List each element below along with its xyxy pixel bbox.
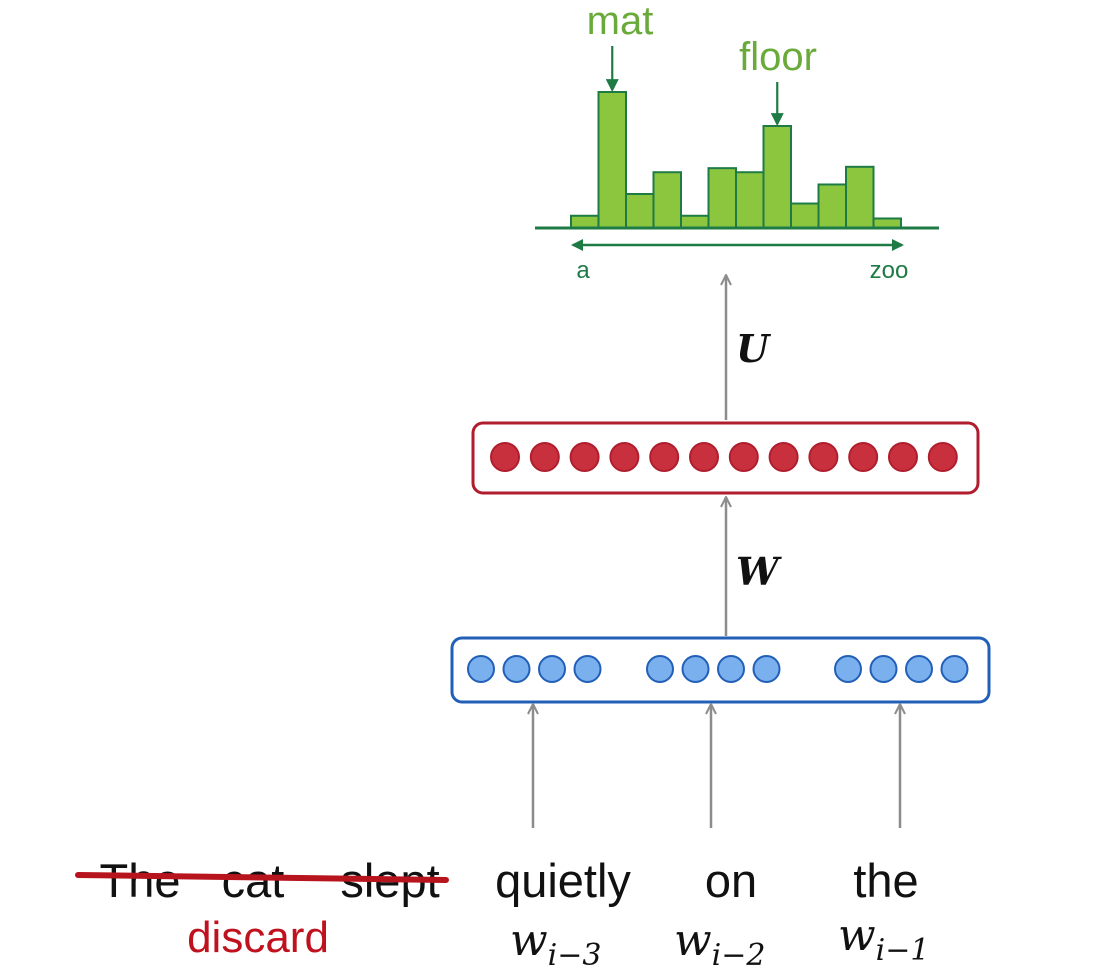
context-variable: wi−1 [838,910,930,968]
input-unit [940,655,969,683]
hidden-layer-box [471,421,980,495]
input-unit [467,655,495,683]
histogram-bar [597,91,627,229]
vocabulary-end-label: zoo [870,257,909,284]
hidden-unit [848,442,879,472]
hidden-unit [649,442,680,472]
input-unit [905,655,933,683]
strikethrough-line [75,872,449,883]
context-word: the [853,854,918,907]
hidden-unit [927,442,958,472]
hidden-unit [569,442,600,472]
context-word: on [705,854,757,907]
histogram-bars [570,91,902,230]
output-distribution: a zoo mat floor [535,0,939,284]
hidden-unit [888,442,918,472]
histogram-bar [625,193,655,229]
hidden-unit [768,442,799,472]
hidden-unit [490,442,520,472]
hidden-unit [609,442,640,472]
input-unit [502,655,531,683]
histogram-bar [790,202,820,230]
histogram-bar [570,214,600,229]
discard-label: discard [187,913,329,962]
histogram-bar [845,165,875,230]
callout-label: floor [739,35,817,79]
context-variable: wi−2 [674,915,766,973]
vocabulary-start-label: a [576,257,590,284]
input-unit [681,655,710,683]
hidden-unit [808,442,839,472]
context-variable: wi−3 [510,915,602,973]
input-unit [752,655,781,683]
discarded-context: The cat slept discard [75,854,449,962]
hidden-unit [529,442,560,472]
histogram-bar [707,167,737,230]
output-weight-label: U [736,326,772,371]
input-unit [646,655,674,683]
histogram-bar [762,125,792,229]
histogram-callouts: mat floor [587,0,817,127]
callout-label: mat [587,0,654,43]
hidden-units [490,442,958,472]
input-unit [538,655,566,683]
hidden-layer [471,421,980,495]
discarded-word: The [100,854,181,907]
input-unit [869,655,898,683]
input-unit [573,655,602,683]
input-arrows [533,704,900,828]
hidden-weight-label: W [736,549,782,594]
input-unit [717,655,745,683]
input-units [467,655,969,683]
hidden-unit [689,442,719,472]
context-word: quietly [495,854,631,907]
histogram-bar [680,214,710,229]
histogram-bar [817,183,847,229]
histogram-bar [735,171,765,230]
input-embedding-layer [450,636,991,704]
histogram-bar [652,171,682,230]
input-unit [834,655,862,683]
hidden-unit [728,442,759,472]
context-words: quietly on the wi−3 wi−2 wi−1 [495,854,929,973]
